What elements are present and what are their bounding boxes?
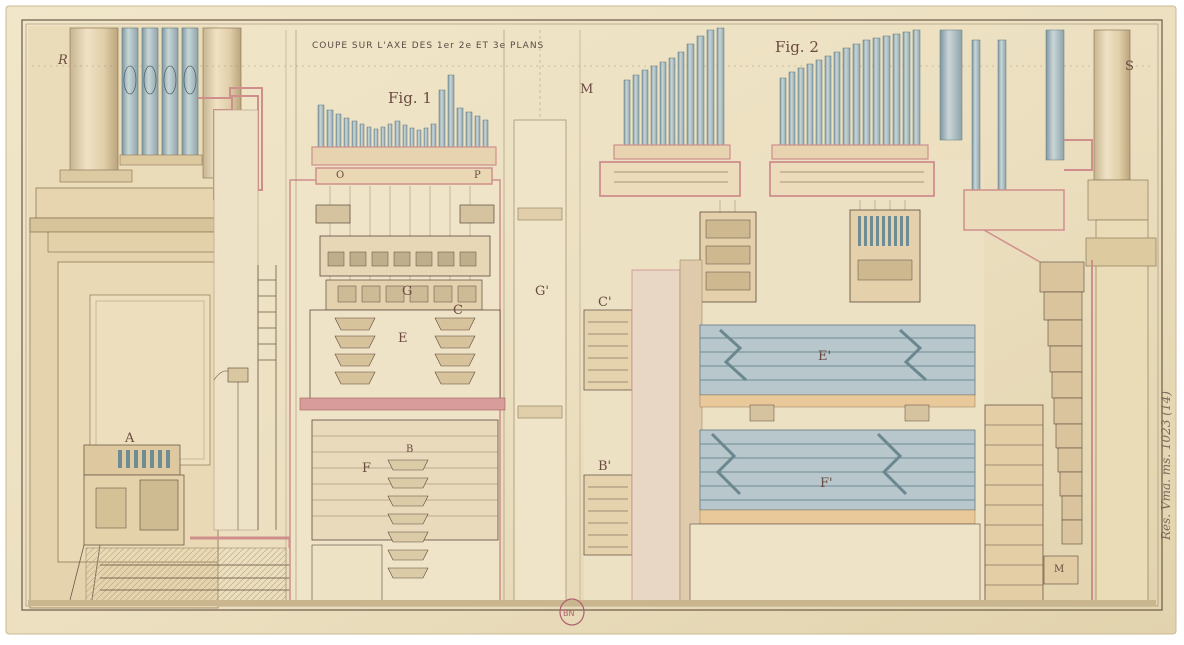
facade-pipes-left	[119, 27, 203, 166]
fig2-label: Fig. 2	[775, 38, 819, 56]
label-B: B	[406, 444, 413, 455]
label-C: C	[453, 303, 463, 318]
label-G: G	[402, 284, 412, 299]
label-A: A	[124, 431, 135, 446]
inner-border	[21, 19, 1163, 611]
left-architecture	[28, 26, 277, 609]
library-stamp: BN	[559, 598, 585, 626]
ground-strip	[28, 600, 1156, 606]
margin-letter-S: S	[1125, 59, 1134, 74]
label-O: O	[336, 170, 344, 181]
label-F: F	[362, 461, 371, 476]
svg-text:BN: BN	[563, 609, 574, 618]
label-P: P	[474, 170, 481, 181]
figure-1: O P G C	[289, 30, 506, 606]
label-G-prime: G'	[535, 284, 549, 299]
label-E: E	[398, 331, 408, 346]
right-architecture: M	[939, 29, 1157, 606]
floor-left	[85, 547, 287, 605]
right-stair	[1039, 261, 1085, 545]
fig1-label: Fig. 1	[388, 89, 432, 107]
fig2-pipe-rank-right	[779, 29, 921, 146]
drawing-title: COUPE SUR L'AXE DES 1er 2e ET 3e PLANS	[312, 41, 544, 51]
label-F-prime: F'	[820, 476, 833, 491]
fig2-pipe-rank-left	[623, 27, 725, 146]
column-left	[69, 27, 119, 179]
fig1-bellows-E	[334, 317, 476, 385]
fig1-feeder-bellows	[387, 459, 429, 579]
margin-letter-M: M	[580, 82, 593, 97]
label-M-prime: M	[1054, 564, 1064, 575]
margin-letter-R: R	[57, 53, 68, 68]
archive-note: Res. Vma. ms. 1023 (14)	[1159, 391, 1173, 541]
figure-2: C' B' E'	[583, 27, 1044, 606]
console-A: A	[69, 431, 185, 601]
label-B-prime: B'	[598, 459, 611, 474]
label-E-prime: E'	[818, 349, 831, 364]
center-shaft	[513, 119, 567, 603]
label-C-prime: C'	[598, 295, 612, 310]
